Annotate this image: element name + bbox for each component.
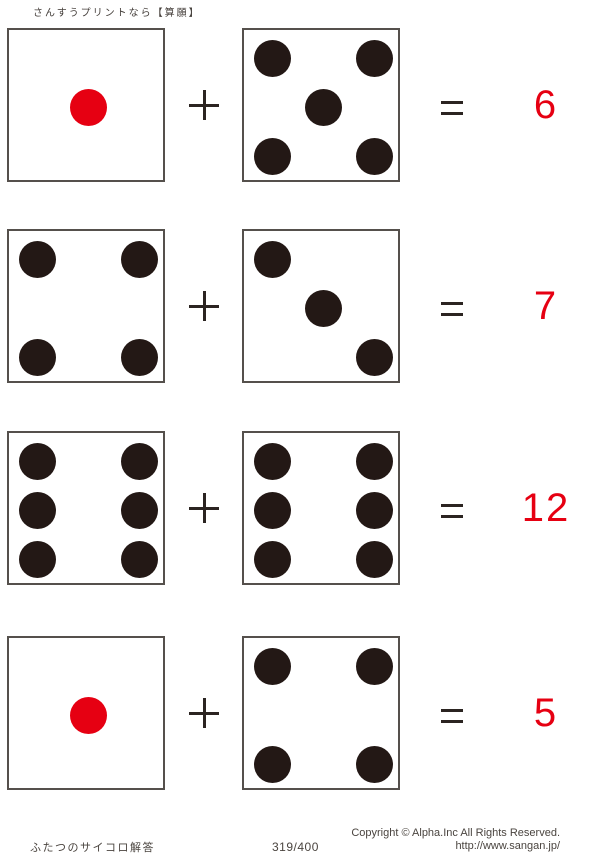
black-pip [120, 240, 158, 278]
black-pip [253, 540, 291, 578]
black-pip [253, 39, 291, 77]
right-die [242, 431, 400, 585]
black-pip [355, 39, 393, 77]
equals-icon [441, 302, 463, 316]
equals-icon [441, 101, 463, 115]
black-pip [120, 338, 158, 376]
black-pip [304, 289, 342, 327]
left-die [7, 28, 165, 182]
equation-row: 12 [0, 431, 600, 585]
equation-row: 7 [0, 229, 600, 383]
copyright-line: Copyright © Alpha.Inc All Rights Reserve… [351, 827, 560, 839]
plus-icon [189, 291, 219, 321]
red-pip [69, 696, 107, 734]
left-die [7, 636, 165, 790]
black-pip [355, 540, 393, 578]
right-die [242, 28, 400, 182]
equals-icon [441, 504, 463, 518]
black-pip [253, 491, 291, 529]
equation-row: 5 [0, 636, 600, 790]
black-pip [18, 540, 56, 578]
black-pip [253, 647, 291, 685]
black-pip [18, 442, 56, 480]
black-pip [253, 442, 291, 480]
black-pip [355, 491, 393, 529]
black-pip [120, 540, 158, 578]
site-url: http://www.sangan.jp/ [455, 840, 560, 852]
right-die [242, 636, 400, 790]
black-pip [120, 491, 158, 529]
black-pip [18, 240, 56, 278]
footer-label: ふたつのサイコロ解答 [30, 842, 155, 854]
black-pip [355, 647, 393, 685]
answer-value: 5 [533, 691, 559, 735]
answer-value: 7 [533, 284, 559, 328]
black-pip [253, 745, 291, 783]
black-pip [355, 338, 393, 376]
plus-icon [189, 698, 219, 728]
black-pip [120, 442, 158, 480]
left-die [7, 229, 165, 383]
plus-icon [189, 493, 219, 523]
black-pip [355, 442, 393, 480]
plus-icon [189, 90, 219, 120]
page-number: 319/400 [272, 840, 319, 854]
page-title: さんすうプリントなら【算願】 [33, 8, 201, 19]
black-pip [304, 88, 342, 126]
black-pip [355, 137, 393, 175]
equals-icon [441, 709, 463, 723]
left-die [7, 431, 165, 585]
black-pip [18, 491, 56, 529]
red-pip [69, 88, 107, 126]
black-pip [253, 240, 291, 278]
black-pip [355, 745, 393, 783]
equation-row: 6 [0, 28, 600, 182]
copyright-notice: Copyright © Alpha.Inc All Rights Reserve… [351, 827, 560, 853]
answer-value: 6 [533, 83, 559, 127]
black-pip [18, 338, 56, 376]
black-pip [253, 137, 291, 175]
right-die [242, 229, 400, 383]
answer-value: 12 [521, 486, 571, 530]
